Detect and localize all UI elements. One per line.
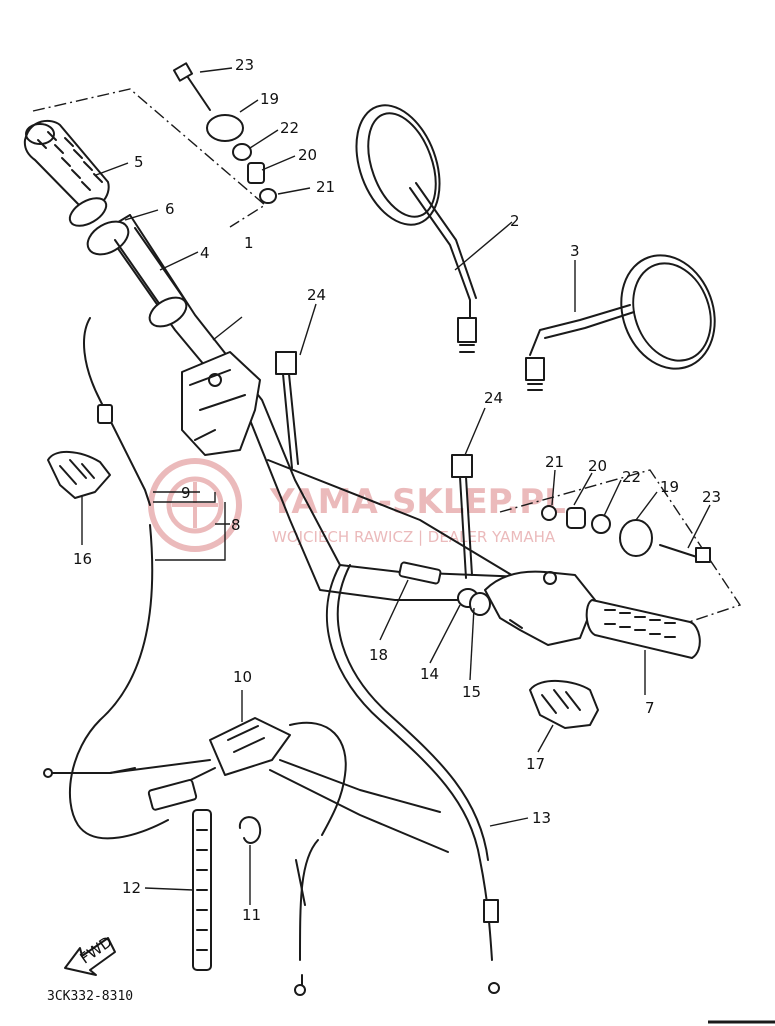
right-switch-housing bbox=[484, 570, 596, 646]
callout-23-left: 23 bbox=[235, 56, 254, 74]
callout-23-right: 23 bbox=[702, 488, 721, 506]
callout-6: 6 bbox=[165, 200, 175, 218]
mirror-right bbox=[525, 254, 716, 391]
callout-11: 11 bbox=[242, 906, 261, 924]
left-grip bbox=[23, 119, 110, 210]
right-grip-assembly-outline bbox=[499, 469, 742, 631]
cable-tie-lower bbox=[451, 454, 473, 579]
callout-13: 13 bbox=[532, 809, 551, 827]
watermark-main: YAMA-SKLEP.PL bbox=[269, 482, 566, 522]
callout-19-right: 19 bbox=[660, 478, 679, 496]
callout-21-left: 21 bbox=[316, 178, 335, 196]
callout-7: 7 bbox=[645, 699, 655, 717]
callout-20-right: 20 bbox=[588, 457, 607, 475]
fwd-arrow-icon: FWD bbox=[64, 933, 116, 976]
right-grip bbox=[585, 599, 701, 659]
throttle-cable bbox=[325, 564, 500, 994]
right-hardware bbox=[541, 505, 711, 563]
cable-adjuster bbox=[398, 561, 491, 616]
callout-19-left: 19 bbox=[260, 90, 279, 108]
callout-12: 12 bbox=[122, 879, 141, 897]
switch-housing bbox=[181, 351, 261, 456]
callout-9: 9 bbox=[181, 484, 191, 502]
callout-20-left: 20 bbox=[298, 146, 317, 164]
watermark-logo bbox=[148, 458, 242, 552]
callout-24-upper: 24 bbox=[307, 286, 326, 304]
hose-clip bbox=[238, 816, 262, 844]
callout-21-right: 21 bbox=[545, 453, 564, 471]
callout-3: 3 bbox=[570, 242, 580, 260]
callout-8: 8 bbox=[231, 516, 241, 534]
left-hardware bbox=[172, 62, 277, 204]
lever-holder-left bbox=[47, 451, 111, 499]
callout-22-left: 22 bbox=[280, 119, 299, 137]
callout-10: 10 bbox=[233, 668, 252, 686]
callout-2: 2 bbox=[510, 212, 520, 230]
callout-4: 4 bbox=[200, 244, 210, 262]
strap bbox=[192, 809, 212, 971]
diagram-code: 3CK332-8310 bbox=[47, 989, 133, 1004]
callout-14: 14 bbox=[420, 665, 439, 683]
callout-1: 1 bbox=[244, 234, 254, 252]
callout-5: 5 bbox=[134, 153, 144, 171]
callout-18: 18 bbox=[369, 646, 388, 664]
callout-24-lower: 24 bbox=[484, 389, 503, 407]
callout-labels: 1 2 3 4 5 6 7 8 9 10 11 12 13 14 15 16 1… bbox=[73, 56, 721, 924]
cable-junction bbox=[109, 717, 449, 996]
callout-15: 15 bbox=[462, 683, 481, 701]
grip-collar bbox=[68, 197, 130, 256]
watermark: YAMA-SKLEP.PL WOJCIECH RAWICZ | DEALER Y… bbox=[148, 458, 566, 552]
leader-lines bbox=[81, 67, 711, 905]
watermark-sub: WOJCIECH RAWICZ | DEALER YAMAHA bbox=[272, 528, 556, 546]
throttle-tube bbox=[114, 227, 188, 328]
callout-17: 17 bbox=[526, 755, 545, 773]
lever-holder-right bbox=[529, 679, 599, 729]
callout-22-right: 22 bbox=[622, 468, 641, 486]
cable-tie-upper bbox=[275, 351, 299, 469]
left-grip-assembly-outline bbox=[32, 88, 267, 228]
callout-16: 16 bbox=[73, 550, 92, 568]
clutch-cable bbox=[43, 317, 169, 840]
mirror-left bbox=[355, 104, 477, 353]
